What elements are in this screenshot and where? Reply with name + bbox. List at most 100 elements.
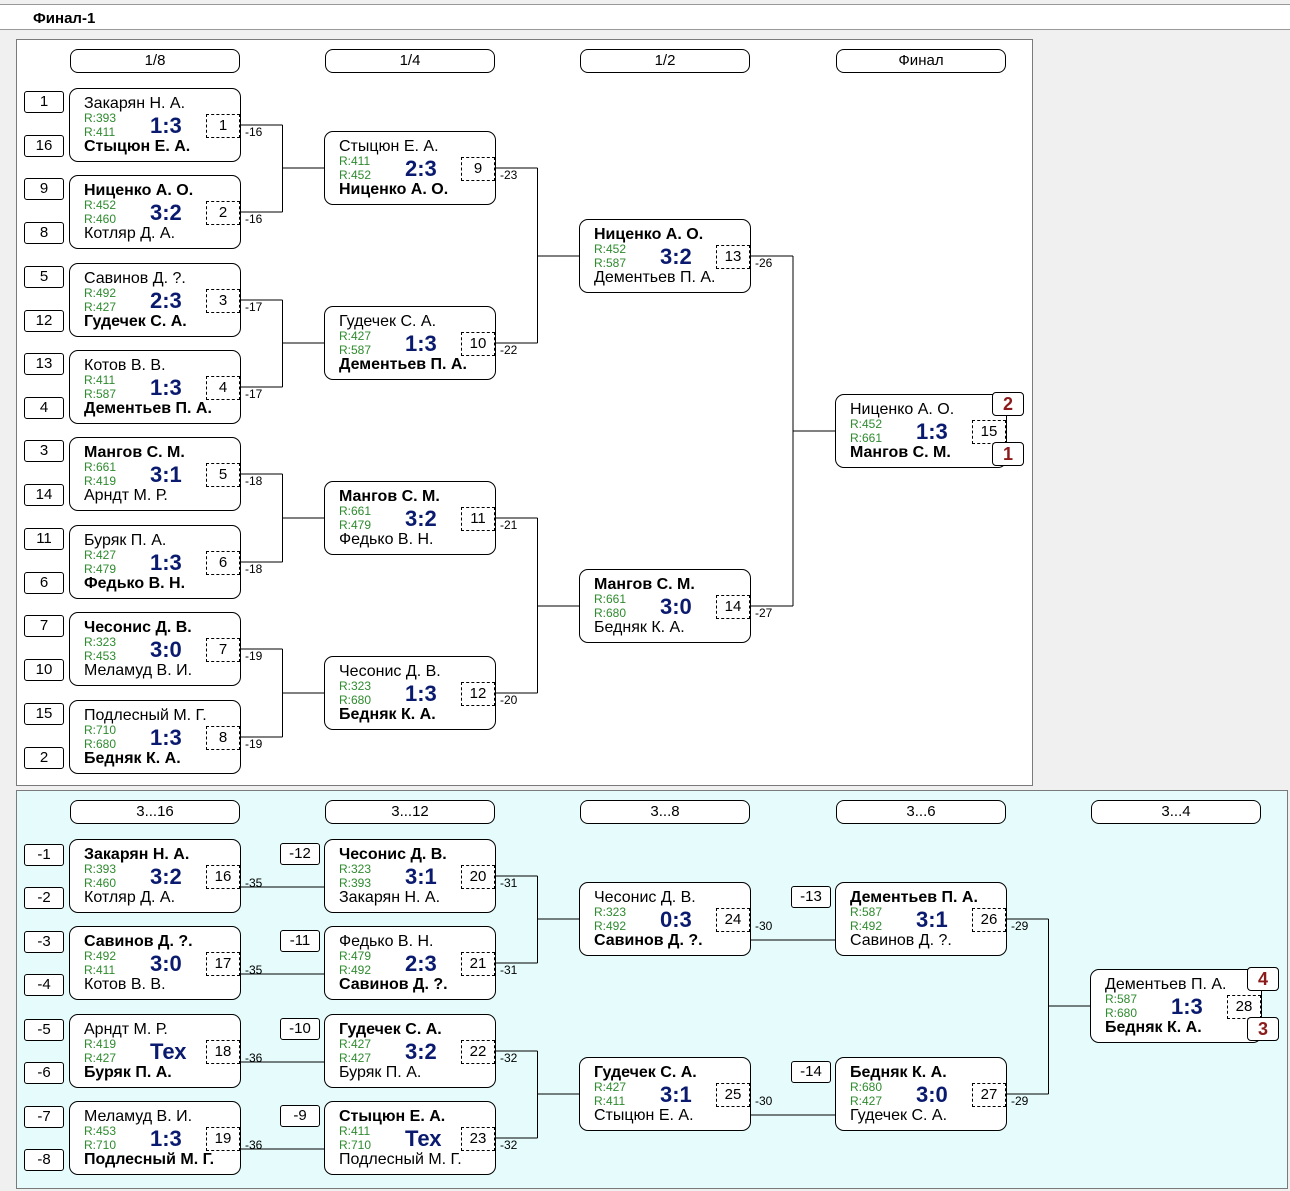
player-bottom-name[interactable]: Стыцюн Е. А. — [84, 138, 191, 155]
match-number[interactable]: 16 — [206, 865, 240, 889]
player-bottom-name[interactable]: Ниценко А. О. — [339, 181, 449, 198]
player-top-name[interactable]: Буряк П. А. — [84, 532, 167, 549]
player-bottom-name[interactable]: Подлесный М. Г. — [339, 1151, 462, 1168]
match-number[interactable]: 23 — [461, 1127, 495, 1151]
match-number[interactable]: 12 — [461, 682, 495, 706]
player-bottom-name[interactable]: Буряк П. А. — [84, 1064, 172, 1081]
player-top-name[interactable]: Меламуд В. И. — [84, 1108, 193, 1125]
player-bottom-name[interactable]: Мангов С. М. — [850, 444, 951, 461]
match-number[interactable]: 10 — [461, 332, 495, 356]
match-number[interactable]: 19 — [206, 1127, 240, 1151]
player-bottom-name[interactable]: Арндт М. Р. — [84, 487, 168, 504]
player-top-name[interactable]: Подлесный М. Г. — [84, 707, 207, 724]
match-number[interactable]: 4 — [206, 376, 240, 400]
match-number[interactable]: 1 — [206, 114, 240, 138]
match-number[interactable]: 24 — [716, 908, 750, 932]
player-bottom-name[interactable]: Бедняк К. А. — [84, 750, 181, 767]
player-top-name[interactable]: Чесонис Д. В. — [339, 846, 447, 863]
match-number[interactable]: 20 — [461, 865, 495, 889]
match-number[interactable]: 2 — [206, 201, 240, 225]
player-bottom-name[interactable]: Гудечек С. А. — [84, 313, 187, 330]
player-top-name[interactable]: Ниценко А. О. — [84, 182, 194, 199]
player-bottom-name[interactable]: Бедняк К. А. — [594, 619, 685, 636]
match-number[interactable]: 3 — [206, 289, 240, 313]
player-bottom-name[interactable]: Котов В. В. — [84, 976, 166, 993]
player-bottom-name[interactable]: Подлесный М. Г. — [84, 1151, 215, 1168]
match-number[interactable]: 14 — [716, 595, 750, 619]
player-bottom-name[interactable]: Бедняк К. А. — [339, 706, 436, 723]
match-number[interactable]: 15 — [972, 420, 1006, 444]
match-number[interactable]: 27 — [972, 1083, 1006, 1107]
player-top-name[interactable]: Котов В. В. — [84, 357, 166, 374]
player-top-name[interactable]: Чесонис Д. В. — [594, 889, 696, 906]
player-top-name[interactable]: Гудечек С. А. — [339, 313, 437, 330]
match-number[interactable]: 17 — [206, 952, 240, 976]
player-bottom-name[interactable]: Дементьев П. А. — [594, 269, 716, 286]
player-bottom-name[interactable]: Федько В. Н. — [84, 575, 186, 592]
match-number[interactable]: 5 — [206, 463, 240, 487]
match-number[interactable]: 13 — [716, 245, 750, 269]
player-top-name[interactable]: Чесонис Д. В. — [84, 619, 192, 636]
player-top-name[interactable]: Закарян Н. А. — [84, 846, 190, 863]
match-number[interactable]: 8 — [206, 726, 240, 750]
player-top-name[interactable]: Дементьев П. А. — [850, 889, 978, 906]
player-top-name[interactable]: Мангов С. М. — [339, 488, 440, 505]
player-top-name[interactable]: Гудечек С. А. — [594, 1064, 697, 1081]
player-bottom-name[interactable]: Бедняк К. А. — [1105, 1019, 1202, 1036]
player-bottom-name[interactable]: Меламуд В. И. — [84, 662, 193, 679]
player-top-name[interactable]: Арндт М. Р. — [84, 1021, 168, 1038]
player-bottom-name[interactable]: Савинов Д. ?. — [594, 932, 703, 949]
match-number[interactable]: 22 — [461, 1040, 495, 1064]
player-bottom-name[interactable]: Стыцюн Е. А. — [594, 1107, 694, 1124]
match-number[interactable]: 18 — [206, 1040, 240, 1064]
player-bottom-name[interactable]: Гудечек С. А. — [850, 1107, 948, 1124]
player-top-name[interactable]: Стыцюн Е. А. — [339, 1108, 446, 1125]
match-number[interactable]: 6 — [206, 551, 240, 575]
player-bottom-name[interactable]: Дементьев П. А. — [84, 400, 212, 417]
player-top-name[interactable]: Мангов С. М. — [594, 576, 695, 593]
player-top-name[interactable]: Федько В. Н. — [339, 933, 434, 950]
player-bottom-name[interactable]: Закарян Н. А. — [339, 889, 441, 906]
player-top-name[interactable]: Савинов Д. ?. — [84, 270, 186, 287]
player-top-name[interactable]: Савинов Д. ?. — [84, 933, 193, 950]
player-bottom-name[interactable]: Котляр Д. А. — [84, 225, 176, 242]
player-top-name[interactable]: Чесонис Д. В. — [339, 663, 441, 680]
match-number[interactable]: 28 — [1227, 995, 1261, 1019]
player-top-name[interactable]: Бедняк К. А. — [850, 1064, 947, 1081]
match-number[interactable]: 26 — [972, 908, 1006, 932]
match-number[interactable]: 9 — [461, 157, 495, 181]
player-bottom-name[interactable]: Савинов Д. ?. — [339, 976, 448, 993]
match-number[interactable]: 25 — [716, 1083, 750, 1107]
player-bottom-name[interactable]: Савинов Д. ?. — [850, 932, 952, 949]
player-top-name[interactable]: Ниценко А. О. — [594, 226, 704, 243]
player-top-name[interactable]: Мангов С. М. — [84, 444, 185, 461]
match-number[interactable]: 21 — [461, 952, 495, 976]
player-top-name[interactable]: Ниценко А. О. — [850, 401, 955, 418]
player-top-name[interactable]: Гудечек С. А. — [339, 1021, 442, 1038]
player-bottom-name[interactable]: Буряк П. А. — [339, 1064, 422, 1081]
player-top-name[interactable]: Закарян Н. А. — [84, 95, 186, 112]
match-number[interactable]: 11 — [461, 507, 495, 531]
